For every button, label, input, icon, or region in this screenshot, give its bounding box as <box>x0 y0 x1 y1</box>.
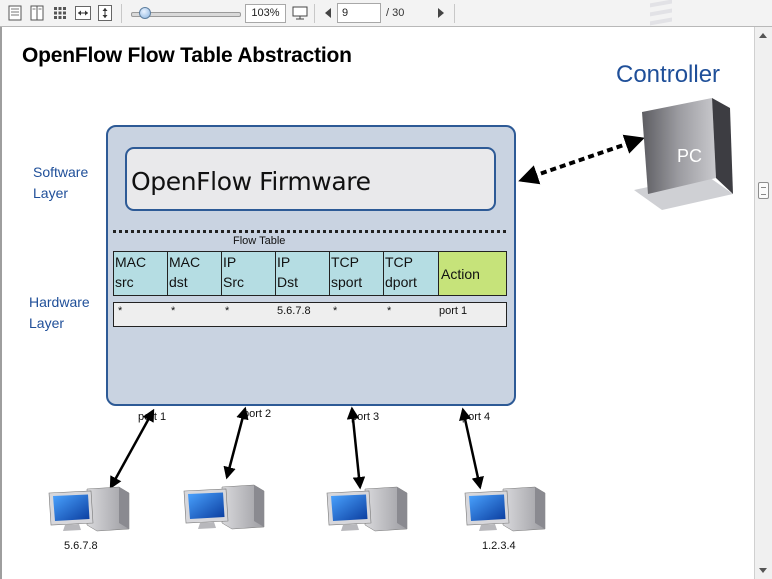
fit-width-icon[interactable] <box>74 4 92 22</box>
zoom-slider-thumb[interactable] <box>139 7 151 19</box>
two-page-icon[interactable] <box>28 4 46 22</box>
next-page-icon[interactable] <box>432 4 450 22</box>
entry-mac-src: * <box>118 305 123 317</box>
scroll-up-icon[interactable] <box>759 33 767 38</box>
header-tcp-dport: TCP dport <box>383 251 439 296</box>
fit-height-icon[interactable] <box>96 4 114 22</box>
software-layer-label: Software Layer <box>33 162 88 204</box>
flow-entry-row <box>113 302 507 327</box>
hardware-layer-line1: Hardware <box>29 294 90 310</box>
port-2-label: port 2 <box>243 408 272 420</box>
entry-mac-dst: * <box>171 305 176 317</box>
header-text: MAC <box>115 254 147 270</box>
entry-tcp-sport: * <box>333 305 338 317</box>
host-3-computer-icon <box>326 486 408 532</box>
header-text: MAC <box>169 254 201 270</box>
controller-link-arrow <box>518 134 645 185</box>
host-1-computer-icon <box>48 486 130 532</box>
scroll-down-icon[interactable] <box>759 568 767 573</box>
viewer-toolbar: 103% 9 / 30 <box>0 0 772 27</box>
header-text: IP <box>277 254 291 270</box>
header-text: Src <box>223 274 244 290</box>
controller-label: Controller <box>616 61 721 88</box>
entry-ip-src: * <box>225 305 230 317</box>
host-4-computer-icon <box>464 486 546 532</box>
host-4-label: 1.2.3.4 <box>482 540 516 552</box>
header-text: dport <box>385 274 417 290</box>
port-4-arrow <box>459 407 484 490</box>
slide-title: OpenFlow Flow Table Abstraction <box>22 44 352 67</box>
header-text: IP <box>223 254 237 270</box>
host-2-computer-icon <box>183 484 265 530</box>
header-mac-src: MAC src <box>113 251 168 296</box>
zoom-level[interactable]: 103% <box>245 4 286 23</box>
header-action: Action <box>438 251 507 296</box>
entry-action: port 1 <box>439 305 468 317</box>
software-layer-line2: Layer <box>33 185 69 201</box>
header-ip-src: IP Src <box>221 251 276 296</box>
header-tcp-sport: TCP sport <box>329 251 384 296</box>
header-text: sport <box>331 274 363 290</box>
header-ip-dst: IP Dst <box>275 251 330 296</box>
presentation-mode-icon[interactable] <box>291 4 309 22</box>
flow-table-label: Flow Table <box>233 235 286 247</box>
port-2-arrow <box>223 406 249 480</box>
header-text: dst <box>169 274 188 290</box>
prev-page-icon[interactable] <box>319 4 337 22</box>
hardware-layer-label: Hardware Layer <box>29 292 90 334</box>
entry-ip-dst: 5.6.7.8 <box>277 305 311 317</box>
header-text: src <box>115 274 134 290</box>
zoom-slider-track[interactable] <box>131 12 241 17</box>
header-mac-dst: MAC dst <box>167 251 222 296</box>
host-1-label: 5.6.7.8 <box>64 540 98 552</box>
controller-pc-icon: PC <box>634 0 733 210</box>
layer-divider <box>113 230 506 233</box>
port-3-arrow <box>346 406 366 490</box>
pc-label: PC <box>677 146 702 166</box>
software-layer-line1: Software <box>33 164 89 180</box>
header-text: TCP <box>331 254 359 270</box>
page-total: / 30 <box>386 7 405 19</box>
port-1-arrow <box>109 408 155 490</box>
page-number-input[interactable]: 9 <box>337 3 381 23</box>
firmware-label: OpenFlow Firmware <box>131 167 371 196</box>
header-text: Dst <box>277 274 298 290</box>
page-edge <box>0 27 2 579</box>
entry-tcp-dport: * <box>387 305 392 317</box>
vertical-scrollbar[interactable] <box>754 27 772 579</box>
scroll-thumb[interactable] <box>758 182 769 199</box>
single-page-icon[interactable] <box>6 4 24 22</box>
hardware-layer-line2: Layer <box>29 315 65 331</box>
header-text: TCP <box>385 254 413 270</box>
firmware-box: OpenFlow Firmware <box>125 147 496 211</box>
thumbnails-icon[interactable] <box>51 4 69 22</box>
